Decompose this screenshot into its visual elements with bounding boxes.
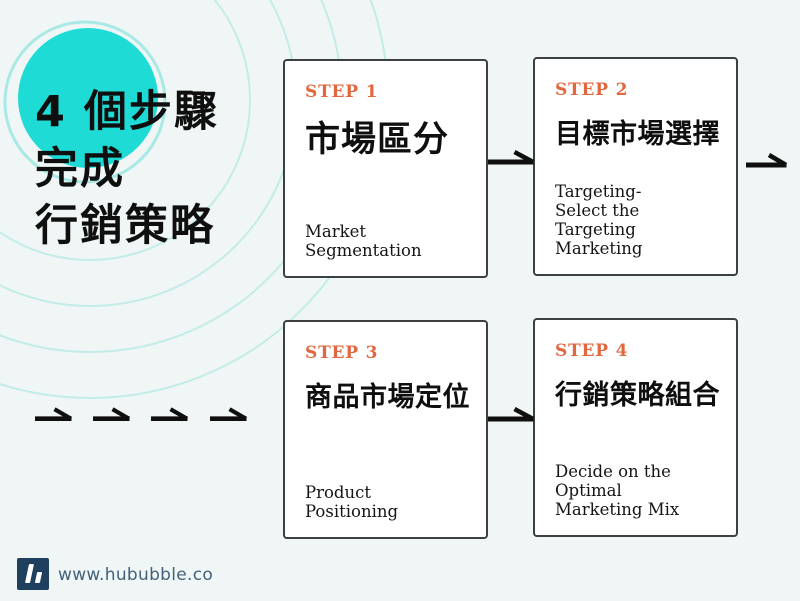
right-arrow-icon-step3-step4 bbox=[488, 406, 534, 422]
step-label: STEP 2 bbox=[555, 80, 629, 100]
step-card-3: STEP 3 商品市場定位 Product Positioning bbox=[283, 320, 488, 539]
step-subtitle-line: Positioning bbox=[305, 502, 399, 521]
logo-bar bbox=[34, 572, 43, 583]
page-title-line: 4 個步驟 bbox=[35, 87, 219, 137]
right-arrow-icon-row-4 bbox=[210, 407, 247, 421]
website-url: www.hububble.co bbox=[58, 565, 214, 585]
step-subtitle-line: Marketing Mix bbox=[555, 500, 680, 519]
logo-bar bbox=[24, 564, 35, 583]
step-card-2: STEP 2 目標市場選擇 Targeting- Select the Targ… bbox=[533, 57, 738, 276]
step-heading: 市場區分 bbox=[305, 120, 450, 160]
step-subtitle: Market Segmentation bbox=[305, 222, 468, 260]
ring-1 bbox=[0, 0, 251, 261]
step-subtitle-line: Targeting- bbox=[555, 182, 642, 201]
right-arrow-icon-row-2 bbox=[93, 407, 130, 421]
bubble-halo bbox=[3, 20, 167, 184]
step-subtitle-line: Optimal bbox=[555, 481, 622, 500]
step-subtitle: Targeting- Select the Targeting Marketin… bbox=[555, 182, 718, 258]
hububble-logo-icon bbox=[17, 558, 49, 590]
step-subtitle-line: Decide on the bbox=[555, 462, 671, 481]
step-label: STEP 1 bbox=[305, 82, 379, 102]
step-subtitle-line: Product bbox=[305, 483, 371, 502]
right-arrow-icon-step2-exit bbox=[746, 153, 787, 168]
page-title-line: 行銷策略 bbox=[35, 201, 215, 251]
right-arrow-icon-row-1 bbox=[35, 407, 72, 421]
teal-bubble bbox=[18, 28, 158, 168]
right-arrow-icon-step1-step2 bbox=[488, 149, 534, 165]
step-heading: 商品市場定位 bbox=[305, 382, 470, 413]
step-subtitle-line: Targeting Marketing bbox=[555, 220, 643, 258]
step-subtitle: Decide on the Optimal Marketing Mix bbox=[555, 462, 718, 519]
step-card-1: STEP 1 市場區分 Market Segmentation bbox=[283, 59, 488, 278]
step-heading: 目標市場選擇 bbox=[555, 119, 720, 150]
step-subtitle: Product Positioning bbox=[305, 483, 468, 521]
page-title: 4 個步驟 完成 行銷策略 bbox=[35, 84, 219, 255]
step-subtitle-line: Segmentation bbox=[305, 241, 422, 260]
right-arrow-icon-row-3 bbox=[151, 407, 188, 421]
step-label: STEP 3 bbox=[305, 343, 379, 363]
step-card-4: STEP 4 行銷策略組合 Decide on the Optimal Mark… bbox=[533, 318, 738, 537]
page-title-line: 完成 bbox=[35, 144, 125, 194]
step-label: STEP 4 bbox=[555, 341, 629, 361]
step-subtitle-line: Select the bbox=[555, 201, 640, 220]
step-subtitle-line: Market bbox=[305, 222, 367, 241]
step-heading: 行銷策略組合 bbox=[555, 380, 720, 411]
